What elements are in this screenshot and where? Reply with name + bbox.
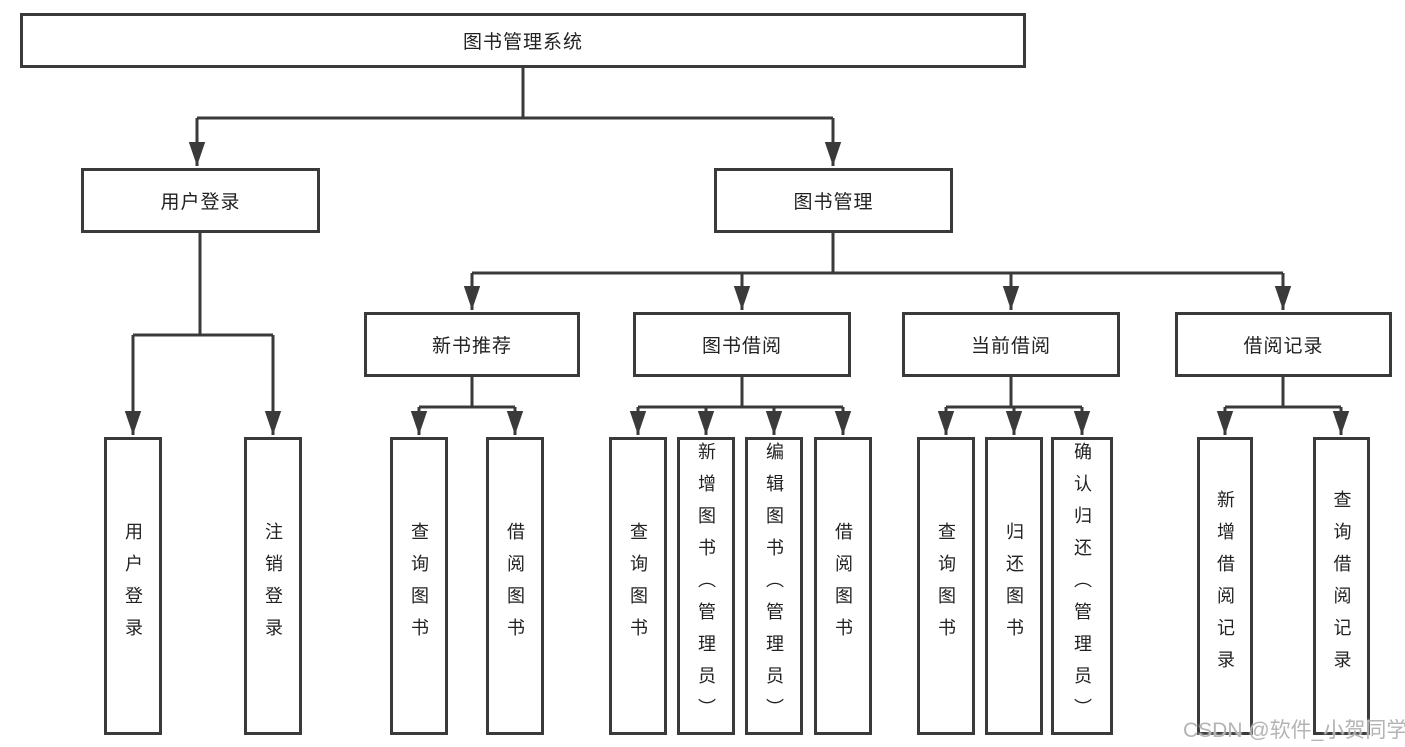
node-book-borrowing: 图书借阅 [633, 312, 851, 377]
leaf-current-query-books: 查询图书 [917, 437, 975, 735]
leaf-label: 借阅图书 [833, 522, 853, 650]
leaf-label: 查询图书 [409, 522, 429, 650]
leaf-label: 编辑图书（管理员） [764, 442, 784, 730]
node-label: 图书管理 [793, 192, 874, 213]
leaf-current-return-books: 归还图书 [985, 437, 1043, 735]
leaf-label: 注销登录 [263, 522, 283, 650]
leaf-user-login: 用户登录 [104, 437, 162, 735]
watermark: CSDN @软件_小贺同学 [1183, 719, 1405, 742]
node-root-library-management-system: 图书管理系统 [20, 13, 1026, 68]
node-current-borrowing: 当前借阅 [902, 312, 1120, 377]
node-label: 借阅记录 [1243, 336, 1324, 357]
leaf-label: 查询借阅记录 [1331, 490, 1352, 682]
leaf-newbook-query-books: 查询图书 [390, 437, 448, 735]
leaf-label: 新增图书（管理员） [696, 442, 716, 730]
node-label: 新书推荐 [431, 336, 512, 357]
leaf-label: 新增借阅记录 [1215, 490, 1235, 682]
leaf-records-query-borrow-record: 查询借阅记录 [1313, 437, 1370, 735]
node-new-book-recommendation: 新书推荐 [364, 312, 580, 377]
leaf-logout-login: 注销登录 [244, 437, 302, 735]
leaf-newbook-borrow-books: 借阅图书 [486, 437, 544, 735]
node-label: 图书借阅 [701, 336, 782, 357]
node-label: 图书管理系统 [462, 32, 583, 53]
leaf-label: 归还图书 [1004, 522, 1024, 650]
node-book-management: 图书管理 [714, 168, 953, 233]
node-borrowing-records: 借阅记录 [1175, 312, 1392, 377]
leaf-current-confirm-return-admin: 确认归还（管理员） [1051, 437, 1113, 735]
leaf-label: 用户登录 [123, 522, 143, 650]
leaf-label: 借阅图书 [505, 522, 525, 650]
leaf-label: 查询图书 [936, 522, 956, 650]
leaf-borrowing-borrow-books: 借阅图书 [814, 437, 872, 735]
node-user-login: 用户登录 [81, 168, 320, 233]
leaf-records-add-borrow-record: 新增借阅记录 [1197, 437, 1253, 735]
node-label: 当前借阅 [970, 336, 1051, 357]
leaf-borrowing-query-books: 查询图书 [609, 437, 667, 735]
leaf-label: 确认归还（管理员） [1072, 442, 1092, 730]
leaf-label: 查询图书 [628, 522, 648, 650]
leaf-borrowing-add-books-admin: 新增图书（管理员） [677, 437, 735, 735]
node-label: 用户登录 [160, 192, 241, 213]
leaf-borrowing-edit-books-admin: 编辑图书（管理员） [745, 437, 803, 735]
